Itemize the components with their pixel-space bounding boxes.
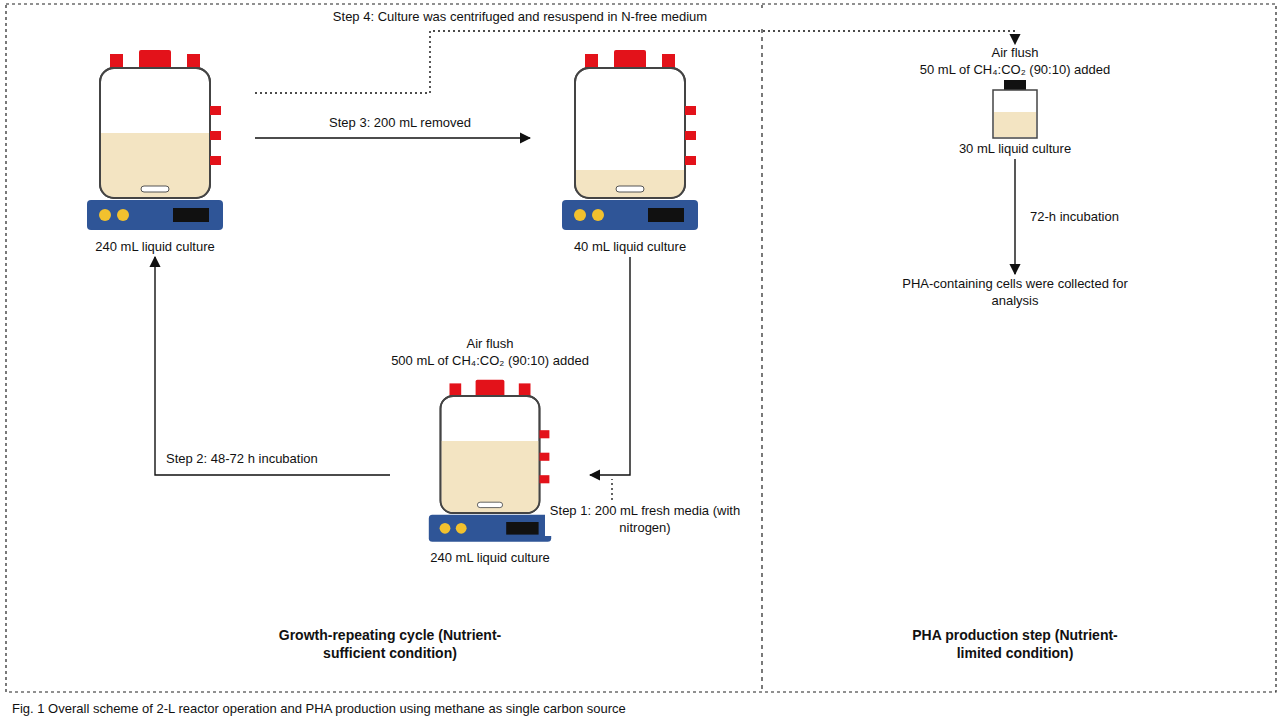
flow-arrow bbox=[590, 257, 630, 475]
bottle-node: Air flush50 mL of CH₄:CO₂ (90:10) added 3… bbox=[915, 44, 1115, 157]
serum-bottle bbox=[985, 78, 1045, 140]
reactor-illustration bbox=[55, 38, 255, 238]
node-label: 40 mL liquid culture bbox=[574, 238, 686, 255]
figure-caption: Fig. 1 Overall scheme of 2-L reactor ope… bbox=[12, 700, 626, 717]
node-label: 50 mL of CH₄:CO₂ (90:10) added bbox=[920, 61, 1111, 78]
node-label: Air flush bbox=[992, 44, 1039, 61]
node-label: 500 mL of CH₄:CO₂ (90:10) added bbox=[391, 352, 589, 369]
node-label: 240 mL liquid culture bbox=[430, 549, 549, 566]
edge-label: 72-h incubation bbox=[1030, 208, 1150, 225]
step-label: Step 1: 200 mL fresh media (with nitroge… bbox=[545, 502, 745, 536]
node-label: Air flush bbox=[467, 335, 514, 352]
flow-arrow bbox=[1014, 159, 1015, 274]
edge-label: Step 4: Culture was centrifuged and resu… bbox=[250, 8, 790, 25]
section-heading: Growth-repeating cycle (Nutrient-suffici… bbox=[270, 626, 510, 662]
node-label: PHA-containing cells were collected for … bbox=[895, 275, 1135, 309]
flow-arrow bbox=[155, 257, 390, 475]
node-label: 240 mL liquid culture bbox=[95, 238, 214, 255]
figure-frame bbox=[6, 4, 1276, 692]
reactor-illustration bbox=[530, 38, 730, 238]
reactor-node: 40 mL liquid culture bbox=[530, 38, 730, 255]
reactor-node: 240 mL liquid culture bbox=[55, 38, 255, 255]
result-text-node: PHA-containing cells were collected for … bbox=[895, 275, 1135, 309]
section-heading: PHA production step (Nutrient-limited co… bbox=[895, 626, 1135, 662]
section-divider bbox=[761, 5, 762, 691]
node-label: 30 mL liquid culture bbox=[959, 140, 1071, 157]
edge-label: Step 3: 200 mL removed bbox=[300, 114, 500, 131]
step-label: Step 2: 48-72 h incubation bbox=[166, 450, 366, 467]
feed-line bbox=[611, 479, 612, 500]
flow-arrow bbox=[255, 137, 530, 138]
